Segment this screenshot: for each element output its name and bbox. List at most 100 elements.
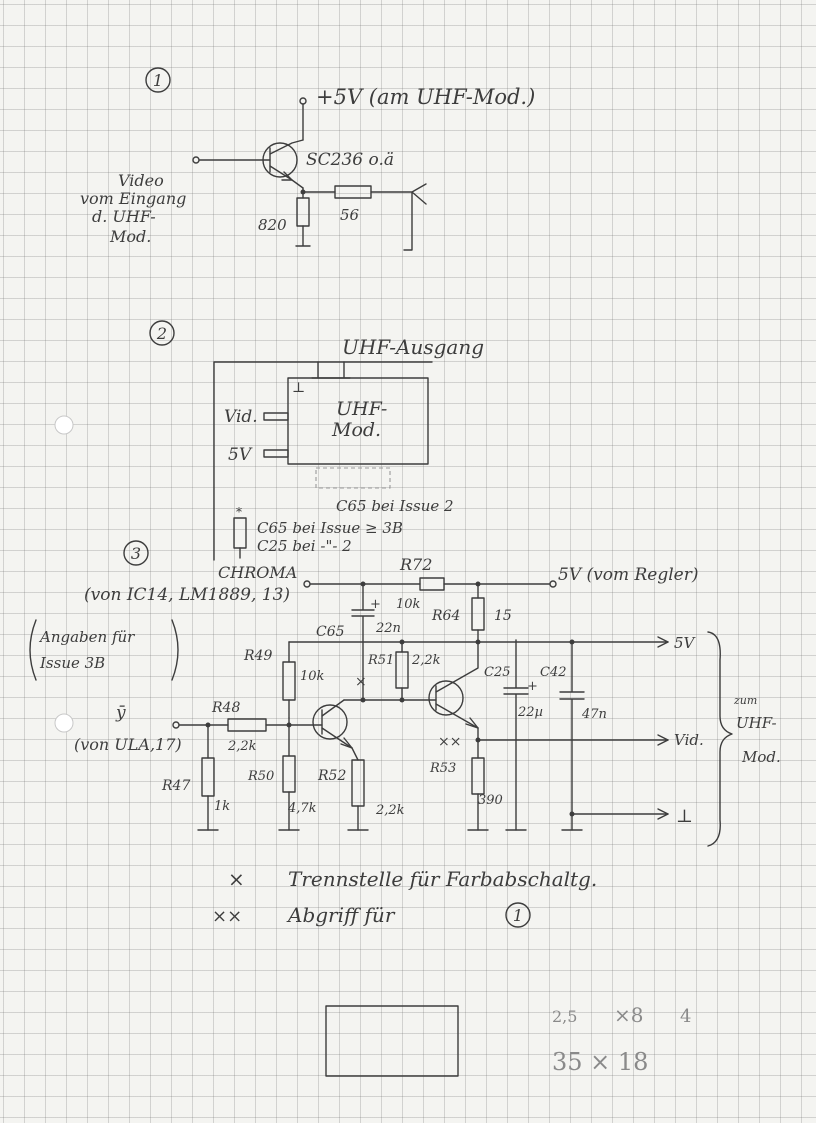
c65-plus: + bbox=[370, 597, 381, 612]
circuit-2-number: 2 bbox=[156, 324, 167, 343]
r49-value: 10k bbox=[300, 669, 325, 684]
r47-label: R47 bbox=[161, 778, 190, 794]
module-label: UHF- Mod. bbox=[331, 398, 393, 441]
r51-label: R51 bbox=[367, 653, 394, 668]
legend-x-symbol: × bbox=[228, 867, 245, 891]
capacitor-c65 bbox=[351, 583, 375, 701]
out-vid-label: Vid. bbox=[674, 731, 704, 749]
arrow-vid bbox=[657, 734, 669, 746]
circuit-3: 3 CHROMA (von IC14, LM1889, 13) R72 5V (… bbox=[29, 540, 781, 847]
dimension-notes: 2,5 ×8 4 35 × 18 bbox=[552, 1003, 691, 1076]
r50-label: R50 bbox=[247, 769, 274, 784]
circuit-2-number-circle bbox=[149, 320, 175, 346]
y-source-label: (von ULA,17) bbox=[74, 735, 182, 754]
c25-label: C25 bbox=[484, 665, 511, 680]
r53-value: 390 bbox=[478, 793, 503, 808]
r47-value: 1k bbox=[214, 799, 230, 814]
c65-issue3b-component bbox=[233, 517, 247, 549]
resistor-r49 bbox=[282, 661, 296, 701]
r48-value: 2,2k bbox=[227, 739, 257, 754]
r52-value: 2,2k bbox=[375, 803, 405, 818]
capacitor-c42 bbox=[559, 641, 585, 831]
note-4: 4 bbox=[680, 1006, 691, 1027]
r52-label: R52 bbox=[317, 768, 346, 784]
c42-value: 47n bbox=[581, 707, 607, 722]
mark-x: × bbox=[355, 674, 367, 690]
star-mark: * bbox=[236, 505, 242, 519]
emitter-node bbox=[300, 189, 306, 195]
punch-hole-upper bbox=[54, 415, 74, 435]
c65-value: 22n bbox=[375, 621, 401, 636]
board-outline bbox=[213, 361, 433, 561]
note-35x18: 35 × 18 bbox=[552, 1048, 648, 1076]
note-x8: ×8 bbox=[614, 1003, 643, 1027]
module-ground-symbol: ⊥ bbox=[292, 380, 305, 396]
c65-issue3b-label: C65 bei Issue ≥ 3B bbox=[257, 519, 403, 537]
resistor-r47 bbox=[201, 757, 215, 797]
arrow-ground bbox=[657, 808, 669, 820]
r50-value: 4,7k bbox=[287, 801, 317, 816]
circuit-2: 2 UHF-Ausgang ⊥ UHF- Mod. Vid. 5V C65 be… bbox=[149, 320, 484, 561]
uhf-output-title: UHF-Ausgang bbox=[342, 335, 484, 359]
resistor-r53 bbox=[471, 757, 485, 795]
r64-label: R64 bbox=[431, 608, 460, 624]
r64-value: 15 bbox=[494, 608, 512, 624]
issue-note: Angaben für Issue 3B bbox=[38, 628, 139, 672]
emitter-wire bbox=[302, 187, 336, 193]
chroma-terminal bbox=[303, 580, 311, 588]
resistor-820 bbox=[296, 197, 310, 227]
resistor-820-label: 820 bbox=[258, 216, 287, 234]
circuit-3-number: 3 bbox=[131, 544, 141, 563]
chroma-label: CHROMA bbox=[218, 563, 297, 582]
supply-label: +5V (am UHF-Mod.) bbox=[316, 85, 535, 109]
r72-label: R72 bbox=[399, 555, 432, 574]
output-connector bbox=[370, 183, 427, 251]
legend-x-text: Trennstelle für Farbabschaltg. bbox=[288, 867, 597, 891]
resistor-r52 bbox=[351, 759, 365, 807]
arrow-5v bbox=[657, 636, 669, 648]
legend-ref: 1 bbox=[513, 906, 523, 925]
resistor-56 bbox=[334, 185, 372, 199]
circuit-1-number-circle bbox=[145, 67, 171, 93]
supply-right-terminal bbox=[549, 580, 557, 588]
c25-value: 22µ bbox=[517, 705, 543, 720]
pin-video bbox=[263, 412, 289, 421]
c25-issue2-label: C25 bei -"- 2 bbox=[257, 537, 352, 555]
transistor-q1 bbox=[262, 139, 304, 189]
mark-xx: ×× bbox=[438, 734, 461, 750]
node-ground bbox=[569, 811, 575, 817]
y-input-terminal bbox=[172, 721, 180, 729]
video-input-terminal bbox=[192, 156, 200, 164]
punch-hole-lower bbox=[54, 713, 74, 733]
transistor-label: SC236 o.ä bbox=[306, 150, 394, 170]
circuit-1: 1 +5V (am UHF-Mod.) SC236 o.ä Video vom … bbox=[80, 67, 535, 251]
y-label: ȳ bbox=[115, 703, 126, 723]
legend-xx-symbol: ×× bbox=[212, 906, 242, 927]
out-5v-label: 5V bbox=[674, 634, 697, 652]
c25-plus: + bbox=[527, 679, 538, 694]
uhf-output-connector bbox=[311, 361, 351, 379]
r72-value: 10k bbox=[396, 597, 421, 612]
output-brace bbox=[707, 631, 733, 847]
circuit-3-number-circle bbox=[123, 540, 149, 566]
transistor-q3 bbox=[428, 641, 479, 729]
resistor-r64 bbox=[471, 597, 485, 631]
legend-xx-text: Abgriff für bbox=[286, 903, 396, 927]
resistor-r51 bbox=[395, 651, 409, 689]
uhf-modulator-box bbox=[287, 377, 429, 465]
r49-label: R49 bbox=[243, 648, 272, 664]
r52-wire bbox=[351, 747, 359, 831]
c42-label: C42 bbox=[540, 665, 567, 680]
video-input-label: Video vom Eingang d. UHF- Mod. bbox=[80, 171, 191, 246]
r48-label: R48 bbox=[211, 700, 240, 716]
c65-label: C65 bbox=[316, 624, 345, 640]
legend: × Trennstelle für Farbabschaltg. ×× Abgr… bbox=[212, 867, 597, 928]
capacitor-c25 bbox=[503, 639, 529, 831]
pin-5v bbox=[263, 449, 289, 458]
note-2-5: 2,5 bbox=[552, 1007, 577, 1026]
r51-value: 2,2k bbox=[411, 653, 441, 668]
circuit-1-number: 1 bbox=[153, 71, 163, 90]
transistor-q2 bbox=[312, 699, 353, 749]
pin-5v-label: 5V bbox=[228, 445, 253, 465]
